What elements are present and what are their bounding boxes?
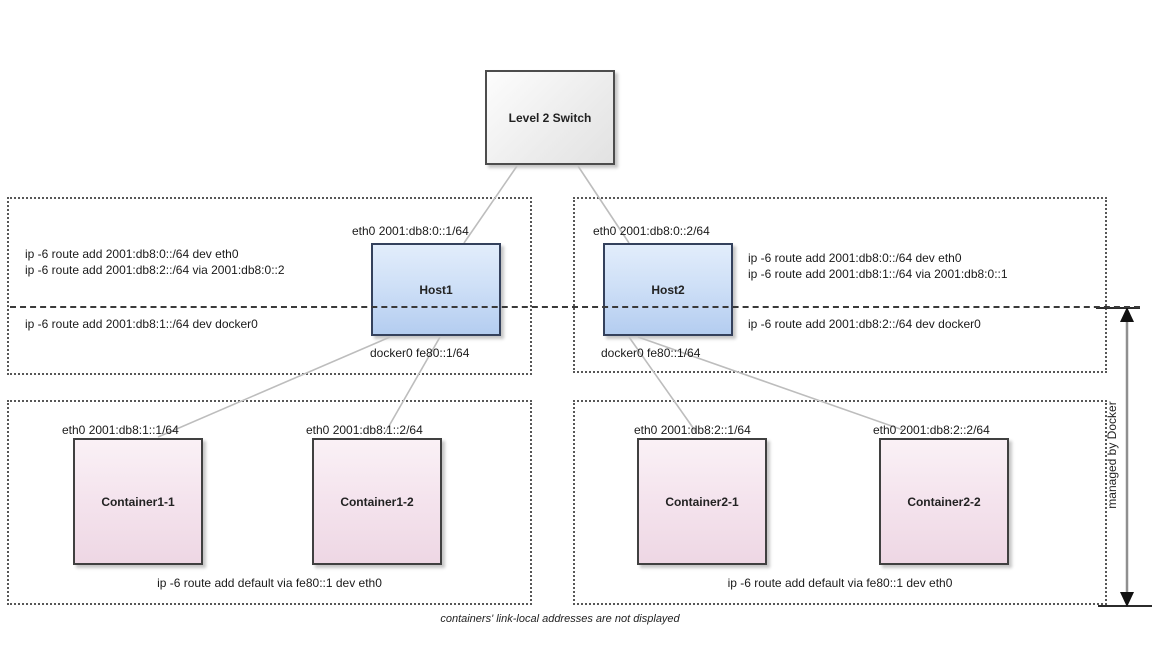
link-host2-container2-1 [628, 336, 697, 433]
host1-node: Host1 [371, 243, 501, 336]
link-host1-container1-2 [384, 336, 441, 434]
container1-1-eth0-label: eth0 2001:db8:1::1/64 [62, 423, 179, 437]
host2-group-frame [573, 197, 1107, 373]
host1-route-via: ip -6 route add 2001:db8:2::/64 via 2001… [25, 263, 285, 277]
containers2-group-frame [573, 400, 1107, 605]
level2-switch-node: Level 2 Switch [485, 70, 615, 165]
container1-1-label: Container1-1 [101, 494, 175, 509]
host2-label: Host2 [651, 282, 685, 297]
container2-2-node: Container2-2 [879, 438, 1009, 565]
diagram-caption: containers' link-local addresses are not… [440, 613, 680, 625]
link-switch-host2 [577, 165, 630, 244]
containers1-group-frame [7, 400, 532, 605]
host2-node: Host2 [603, 243, 733, 336]
host1-docker0-label: docker0 fe80::1/64 [370, 346, 470, 360]
container2-1-label: Container2-1 [665, 494, 739, 509]
arrowhead-down-icon [1120, 592, 1134, 607]
container1-2-eth0-label: eth0 2001:db8:1::2/64 [306, 423, 423, 437]
link-switch-host1 [463, 165, 518, 244]
host2-route-eth0: ip -6 route add 2001:db8:0::/64 dev eth0 [748, 251, 962, 265]
container2-2-eth0-label: eth0 2001:db8:2::2/64 [873, 423, 990, 437]
level2-switch-label: Level 2 Switch [508, 110, 592, 125]
container2-1-node: Container2-1 [637, 438, 767, 565]
managed-by-docker-label: managed by Docker [1105, 401, 1119, 509]
host2-route-via: ip -6 route add 2001:db8:1::/64 via 2001… [748, 267, 1008, 281]
host1-eth0-label: eth0 2001:db8:0::1/64 [352, 224, 469, 238]
host2-eth0-label: eth0 2001:db8:0::2/64 [593, 224, 710, 238]
host1-route-docker0: ip -6 route add 2001:db8:1::/64 dev dock… [25, 317, 258, 331]
arrowhead-up-icon [1120, 307, 1134, 322]
host1-route-eth0: ip -6 route add 2001:db8:0::/64 dev eth0 [25, 247, 239, 261]
containers1-default-route: ip -6 route add default via fe80::1 dev … [157, 576, 382, 590]
container1-2-label: Container1-2 [340, 494, 414, 509]
container1-2-node: Container1-2 [312, 438, 442, 565]
host2-docker0-label: docker0 fe80::1/64 [601, 346, 701, 360]
container1-1-node: Container1-1 [73, 438, 203, 565]
container2-1-eth0-label: eth0 2001:db8:2::1/64 [634, 423, 751, 437]
containers2-default-route: ip -6 route add default via fe80::1 dev … [727, 576, 953, 590]
host2-route-docker0: ip -6 route add 2001:db8:2::/64 dev dock… [748, 317, 981, 331]
host1-label: Host1 [419, 282, 453, 297]
host1-group-frame [7, 197, 532, 375]
link-host2-container2-2 [637, 336, 904, 431]
dashed-boundary-line [10, 306, 1140, 308]
container2-2-label: Container2-2 [907, 494, 981, 509]
link-host1-container1-1 [157, 336, 391, 438]
